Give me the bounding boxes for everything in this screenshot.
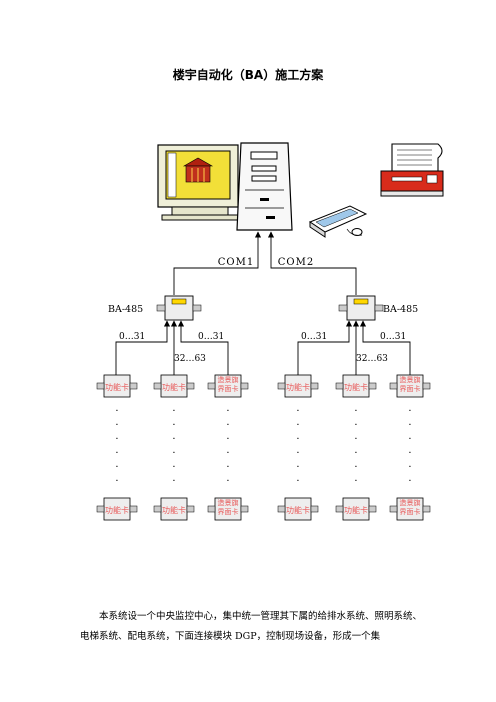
svg-text:·: · <box>354 434 357 445</box>
card-column: 功能卡 · · · · · · 功能卡 <box>153 374 195 521</box>
ba485-module <box>156 295 202 321</box>
printer-icon <box>380 143 444 197</box>
svg-text:·: · <box>115 462 118 473</box>
svg-text:·: · <box>296 434 299 445</box>
svg-text:·: · <box>115 476 118 487</box>
svg-text:·: · <box>354 420 357 431</box>
svg-text:·: · <box>408 476 411 487</box>
ba485-module <box>338 295 384 321</box>
server-icon <box>236 142 293 231</box>
range-mid: 32…63 <box>174 354 206 364</box>
svg-text:·: · <box>226 462 229 473</box>
left-group: BA-485 0…31 0…31 32…63 功能卡 · · · · · · 功… <box>96 295 249 521</box>
range-right: 0…31 <box>380 332 406 342</box>
svg-text:·: · <box>172 448 175 459</box>
page-title: 楼宇自动化（BA）施工方案 <box>172 68 324 82</box>
card-label: 造景旗界面卡 <box>217 499 239 516</box>
card-label: 功能卡 <box>286 382 310 392</box>
svg-text:·: · <box>296 476 299 487</box>
svg-text:·: · <box>296 420 299 431</box>
svg-text:·: · <box>354 406 357 417</box>
card-label: 功能卡 <box>344 505 368 515</box>
keyboard-icon <box>308 205 368 238</box>
svg-text:·: · <box>172 462 175 473</box>
card-label: 功能卡 <box>344 382 368 392</box>
svg-text:·: · <box>226 420 229 431</box>
svg-text:·: · <box>226 448 229 459</box>
range-right: 0…31 <box>198 332 224 342</box>
svg-text:·: · <box>115 420 118 431</box>
svg-text:·: · <box>408 420 411 431</box>
svg-text:·: · <box>354 476 357 487</box>
svg-text:·: · <box>296 406 299 417</box>
card-column: 功能卡 · · · · · · 功能卡 <box>277 374 319 521</box>
monitor-icon <box>157 144 239 221</box>
svg-text:·: · <box>408 406 411 417</box>
card-column: 造景旗界面卡 · · · · · · 造景旗界面卡 <box>207 374 249 521</box>
svg-text:·: · <box>172 420 175 431</box>
card-label: 功能卡 <box>105 382 129 392</box>
module-label: BA-485 <box>108 304 143 315</box>
card-label: 造景旗界面卡 <box>217 376 239 393</box>
module-label: BA-485 <box>383 304 418 315</box>
card-column: 功能卡 · · · · · · 功能卡 <box>335 374 377 521</box>
card-label: 功能卡 <box>162 505 186 515</box>
card-label: 功能卡 <box>162 382 186 392</box>
range-left: 0…31 <box>119 332 145 342</box>
svg-text:·: · <box>354 448 357 459</box>
svg-text:·: · <box>115 406 118 417</box>
svg-text:·: · <box>296 462 299 473</box>
svg-text:·: · <box>115 434 118 445</box>
range-left: 0…31 <box>301 332 327 342</box>
card-column: 功能卡 · · · · · · 功能卡 <box>96 374 138 521</box>
card-label: 造景旗界面卡 <box>399 499 421 516</box>
com2-label: COM2 <box>278 257 314 268</box>
right-group: BA-485 0…31 0…31 32…63 功能卡 · · · · · · 功… <box>277 295 431 521</box>
svg-text:·: · <box>408 448 411 459</box>
card-label: 功能卡 <box>105 505 129 515</box>
card-column: 造景旗界面卡 · · · · · · 造景旗界面卡 <box>389 374 431 521</box>
range-mid: 32…63 <box>356 354 388 364</box>
svg-text:·: · <box>408 462 411 473</box>
svg-text:·: · <box>226 434 229 445</box>
com-links <box>173 231 357 295</box>
svg-text:·: · <box>226 476 229 487</box>
svg-text:·: · <box>296 448 299 459</box>
com1-label: COM1 <box>218 257 254 268</box>
body-paragraph: 本系统设一个中央监控中心，集中统一管理其下属的给排水系统、照明系统、电梯系统、配… <box>80 611 423 642</box>
svg-text:·: · <box>172 434 175 445</box>
svg-text:·: · <box>115 448 118 459</box>
svg-text:·: · <box>408 434 411 445</box>
svg-text:·: · <box>172 476 175 487</box>
card-label: 造景旗界面卡 <box>399 376 421 393</box>
svg-text:·: · <box>226 406 229 417</box>
svg-text:·: · <box>354 462 357 473</box>
svg-text:·: · <box>172 406 175 417</box>
card-label: 功能卡 <box>286 505 310 515</box>
